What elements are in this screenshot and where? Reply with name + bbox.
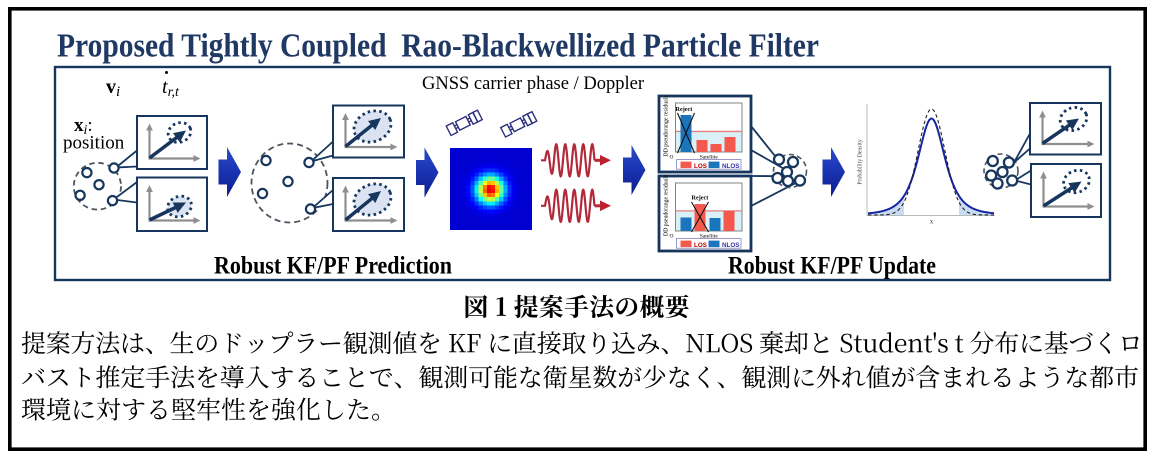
svg-text:Reject: Reject — [692, 195, 710, 202]
svg-text:Robust KF/PF Update: Robust KF/PF Update — [728, 253, 936, 280]
svg-text:LOS: LOS — [694, 242, 707, 249]
svg-text:Robust KF/PF Prediction: Robust KF/PF Prediction — [214, 253, 452, 280]
svg-text:x: x — [930, 218, 934, 226]
svg-text:GNSS carrier phase / Doppler: GNSS carrier phase / Doppler — [422, 73, 645, 94]
svg-text:vi: vi — [106, 76, 120, 100]
svg-text:DD pseudorange residuals: DD pseudorange residuals — [664, 174, 670, 236]
svg-text:Satellite: Satellite — [700, 155, 719, 161]
svg-text:O: O — [670, 234, 674, 240]
svg-text:Proposed Tightly Coupled Rao-: Proposed Tightly Coupled Rao-Blackwelliz… — [57, 27, 819, 64]
svg-text:position: position — [63, 133, 125, 154]
svg-text:Probability Density: Probability Density — [858, 139, 864, 184]
svg-text:xi:: xi: — [74, 115, 93, 138]
svg-text:LOS: LOS — [694, 163, 707, 170]
svg-text:DD pseudorange residuals: DD pseudorange residuals — [664, 95, 670, 157]
svg-text:Reject: Reject — [676, 106, 694, 113]
svg-text:NLOS: NLOS — [722, 163, 740, 170]
svg-text:tr,t: tr,t — [162, 76, 180, 100]
svg-text:O: O — [670, 155, 674, 161]
svg-text:Satellite: Satellite — [700, 234, 719, 240]
svg-text:NLOS: NLOS — [722, 242, 740, 249]
